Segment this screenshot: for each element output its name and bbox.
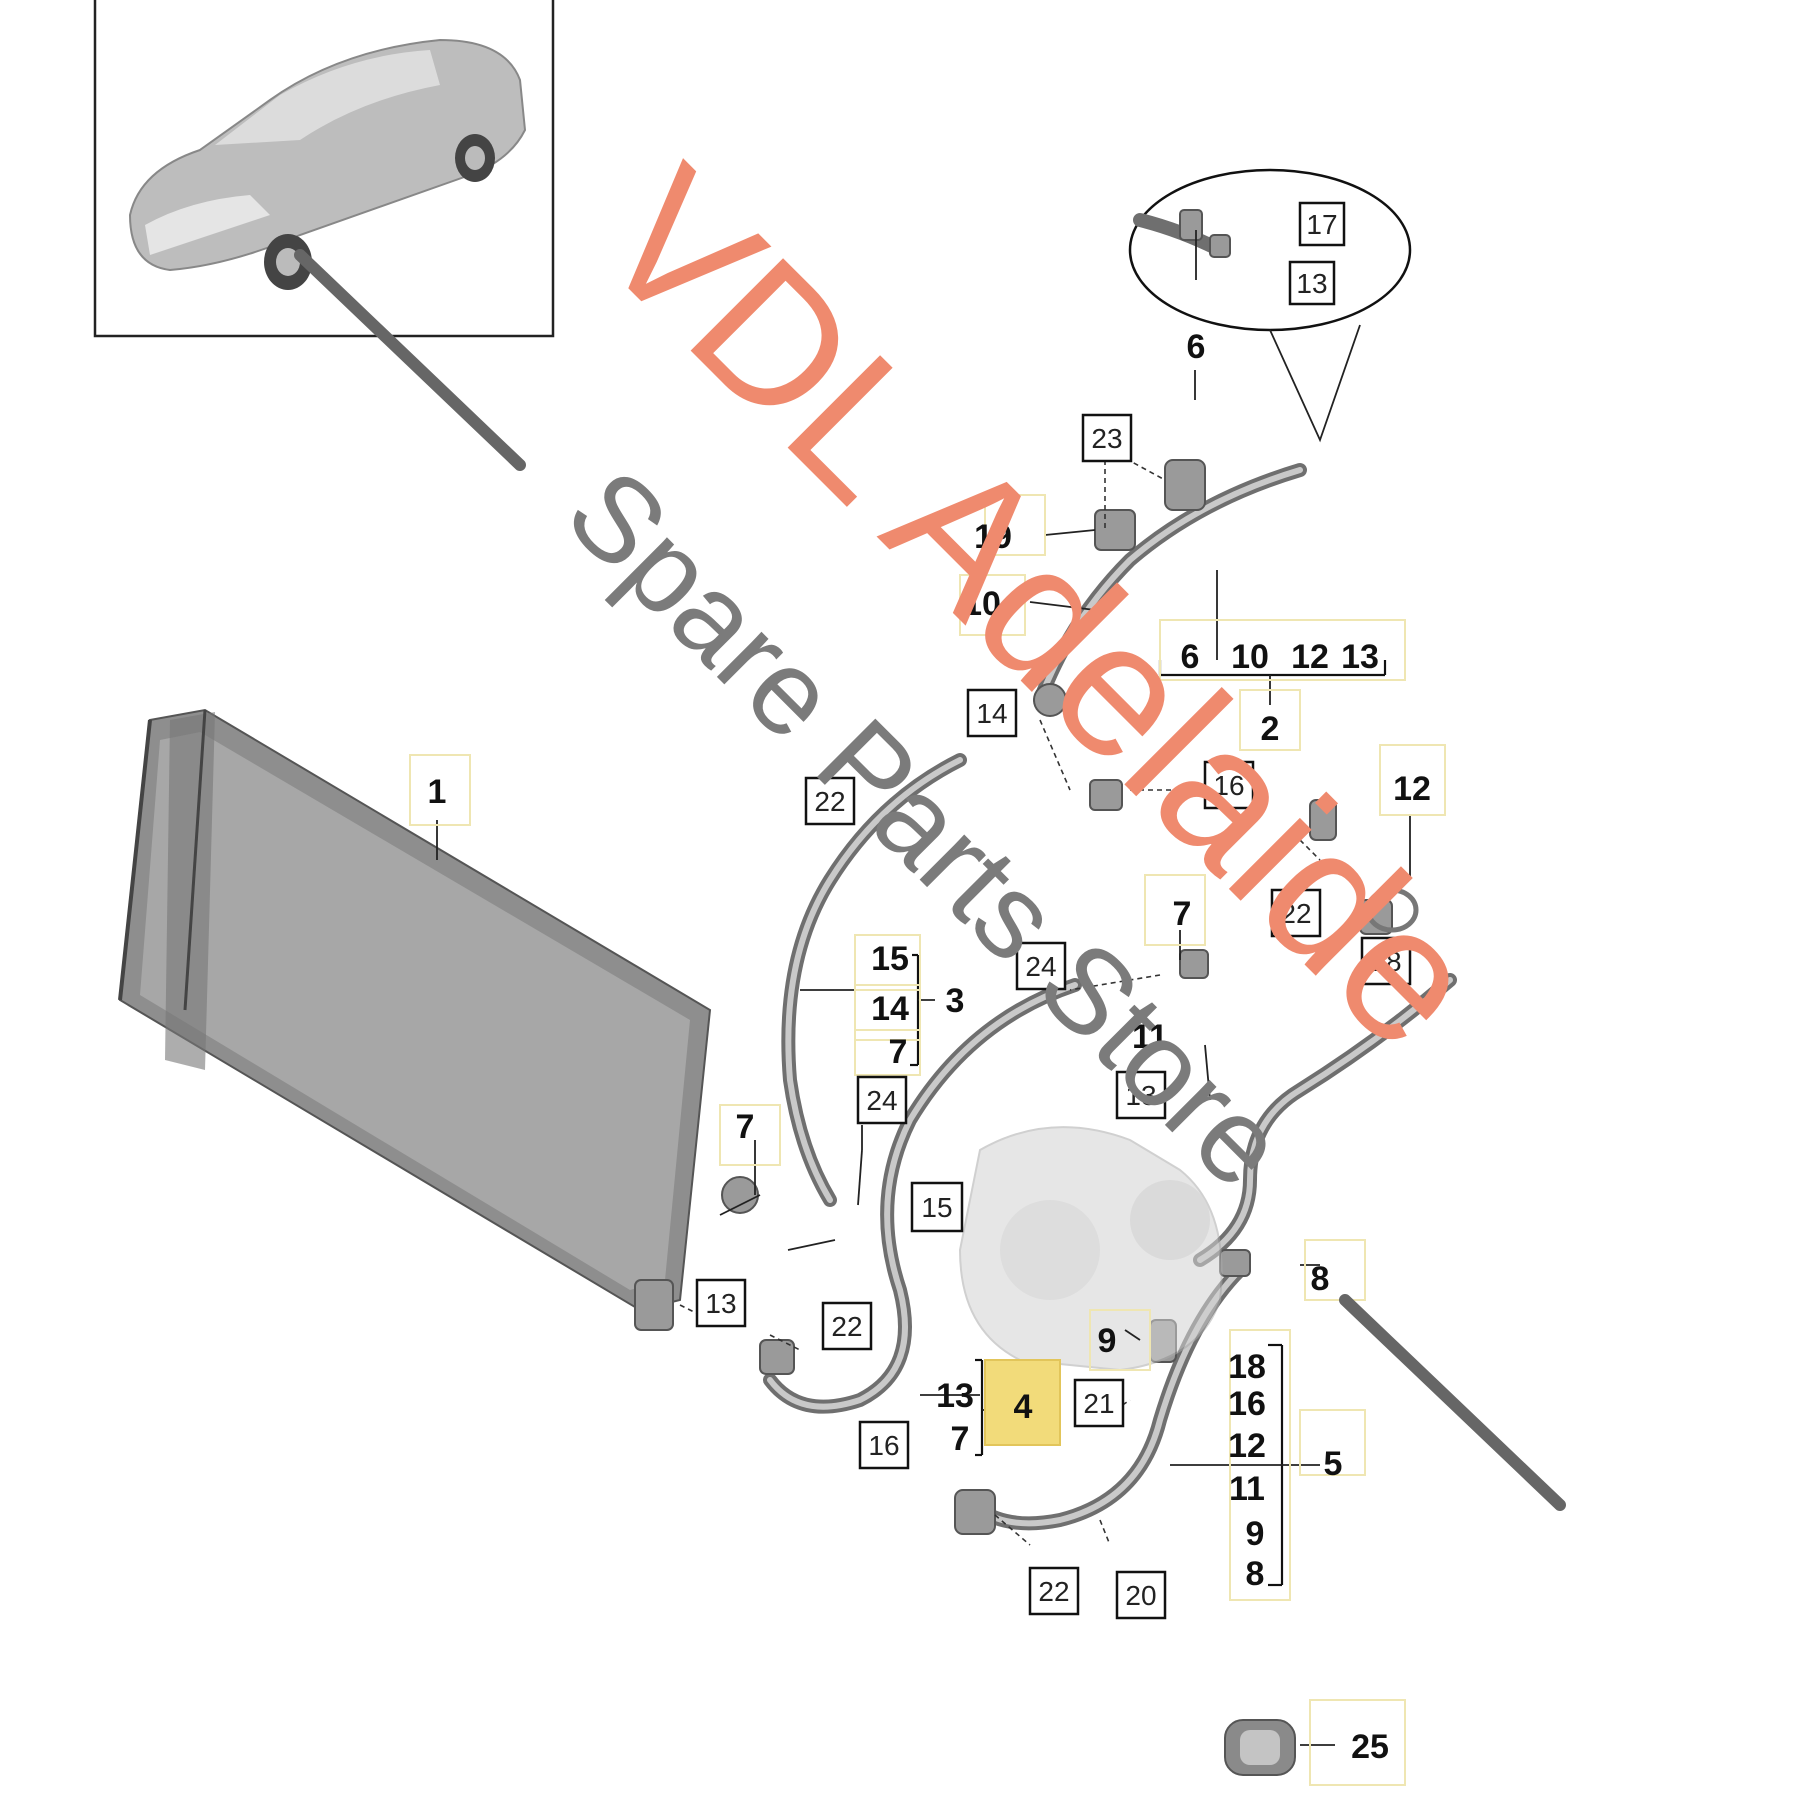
fittings bbox=[634, 459, 1419, 1535]
boxed-callout-24: 24 bbox=[856, 1075, 908, 1125]
boxed-callout-23: 23 bbox=[1081, 413, 1133, 463]
callout-14: 14 bbox=[871, 990, 909, 1028]
callout-5: 5 bbox=[1324, 1445, 1343, 1483]
callout-9: 9 bbox=[1246, 1515, 1265, 1553]
svg-text:15: 15 bbox=[921, 1192, 952, 1223]
callout-13: 13 bbox=[936, 1377, 974, 1415]
callout-13: 13 bbox=[1341, 638, 1379, 676]
boxed-callout-15: 15 bbox=[910, 1181, 964, 1233]
svg-text:21: 21 bbox=[1083, 1388, 1114, 1419]
boxed-callout-24: 24 bbox=[1015, 941, 1067, 991]
callout-7: 7 bbox=[1173, 895, 1192, 933]
svg-text:13: 13 bbox=[1125, 1080, 1156, 1111]
callout-18: 18 bbox=[1228, 1348, 1266, 1386]
callouts: 1 6 19 10 6 10 12 13 2 12 7 15 14 3 7 11… bbox=[428, 328, 1431, 1766]
svg-text:14: 14 bbox=[976, 698, 1007, 729]
callout-16: 16 bbox=[1228, 1385, 1266, 1423]
callout-8: 8 bbox=[1311, 1260, 1330, 1298]
callout-7: 7 bbox=[951, 1420, 970, 1458]
callout-1: 1 bbox=[428, 773, 447, 811]
boxed-callout-17: 17 bbox=[1298, 201, 1346, 247]
callout-7: 7 bbox=[889, 1033, 908, 1071]
svg-text:22: 22 bbox=[1280, 898, 1311, 929]
boxed-callout-14: 14 bbox=[966, 688, 1018, 738]
callout-8: 8 bbox=[1246, 1555, 1265, 1593]
boxed-callout-13: 13 bbox=[1115, 1070, 1167, 1120]
boxed-callout-18: 18 bbox=[1360, 936, 1412, 986]
car-icon bbox=[128, 38, 527, 290]
boxed-callout-22: 22 bbox=[1028, 1566, 1080, 1616]
callout-25: 25 bbox=[1351, 1728, 1389, 1766]
boxed-callout-20: 20 bbox=[1115, 1570, 1167, 1620]
refrigerant-lines bbox=[763, 463, 1457, 1531]
svg-text:22: 22 bbox=[1038, 1576, 1069, 1607]
leader-lines bbox=[436, 230, 1411, 1746]
svg-text:24: 24 bbox=[866, 1085, 897, 1116]
callout-19: 19 bbox=[974, 518, 1012, 556]
svg-text:23: 23 bbox=[1091, 423, 1122, 454]
callout-12: 12 bbox=[1291, 638, 1329, 676]
svg-text:16: 16 bbox=[1213, 770, 1244, 801]
svg-text:17: 17 bbox=[1306, 209, 1337, 240]
highlight-item-4 bbox=[984, 1359, 1061, 1446]
item-25-seal bbox=[1224, 1719, 1296, 1776]
callout-6: 6 bbox=[1187, 328, 1206, 366]
boxed-callout-22: 22 bbox=[821, 1301, 873, 1351]
svg-text:18: 18 bbox=[1370, 946, 1401, 977]
svg-text:16: 16 bbox=[868, 1430, 899, 1461]
watermark-bar-left bbox=[294, 249, 526, 471]
callout-10: 10 bbox=[1231, 638, 1269, 676]
callout-12: 12 bbox=[1393, 770, 1431, 808]
callout-9: 9 bbox=[1098, 1322, 1117, 1360]
boxed-callout-22: 22 bbox=[804, 776, 856, 826]
boxed-callout-16: 16 bbox=[1203, 760, 1255, 810]
boxed-callout-22: 22 bbox=[1270, 888, 1322, 938]
callout-10: 10 bbox=[963, 585, 1001, 623]
callout-11: 11 bbox=[1132, 1018, 1168, 1056]
condenser bbox=[118, 708, 712, 1312]
callout-6: 6 bbox=[1181, 638, 1200, 676]
detail-zoom-circle bbox=[1128, 168, 1412, 443]
callout-3: 3 bbox=[946, 982, 965, 1020]
callout-12: 12 bbox=[1228, 1427, 1266, 1465]
svg-text:24: 24 bbox=[1025, 951, 1056, 982]
callout-15: 15 bbox=[871, 940, 909, 978]
callout-7: 7 bbox=[736, 1108, 755, 1146]
boxed-callout-21: 21 bbox=[1073, 1378, 1125, 1428]
boxed-callout-13: 13 bbox=[1288, 260, 1336, 306]
svg-text:22: 22 bbox=[831, 1311, 862, 1342]
boxed-callouts: 17 13 23 14 22 16 22 18 24 13 24 15 13 2… bbox=[695, 201, 1412, 1620]
svg-text:13: 13 bbox=[1296, 268, 1327, 299]
callout-11: 11 bbox=[1229, 1470, 1265, 1508]
svg-text:22: 22 bbox=[814, 786, 845, 817]
svg-text:13: 13 bbox=[705, 1288, 736, 1319]
callout-4: 4 bbox=[1014, 1388, 1033, 1426]
svg-text:20: 20 bbox=[1125, 1580, 1156, 1611]
boxed-callout-16: 16 bbox=[858, 1420, 910, 1470]
compressor bbox=[958, 1126, 1223, 1372]
ghost-boxes bbox=[409, 494, 1446, 1786]
callout-2: 2 bbox=[1261, 710, 1280, 748]
boxed-callout-13: 13 bbox=[695, 1278, 747, 1328]
watermark-bar-right bbox=[1339, 1294, 1566, 1511]
